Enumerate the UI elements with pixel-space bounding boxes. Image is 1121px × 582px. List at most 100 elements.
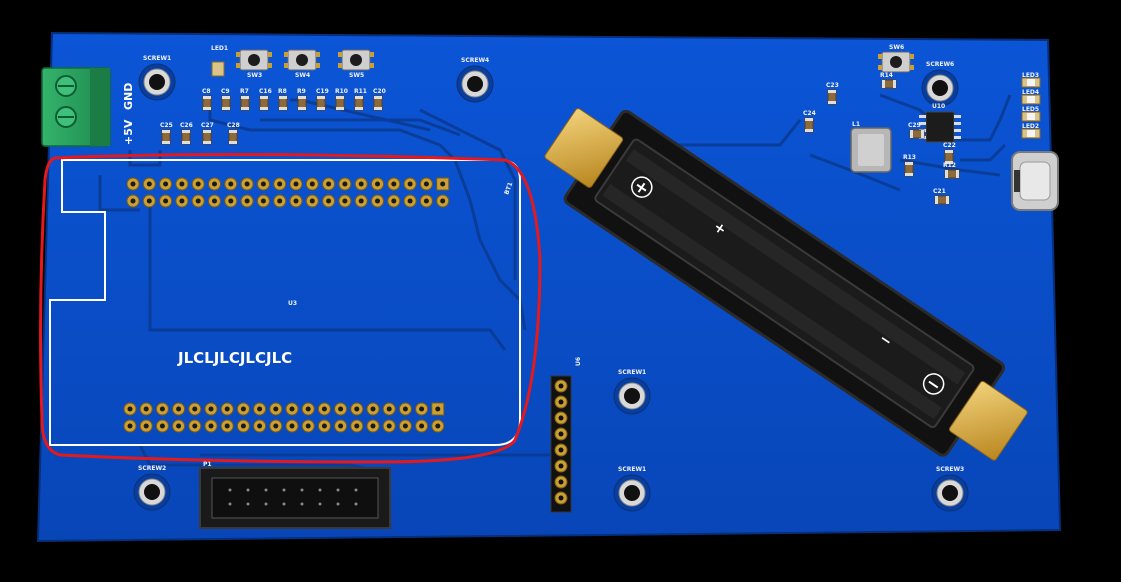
- power-terminal-block[interactable]: +5V GND: [41, 67, 135, 147]
- screw-label: SCREW1: [618, 466, 646, 473]
- passive-label: R13: [903, 154, 916, 161]
- status-led: LED4: [1021, 89, 1041, 105]
- pin-hole: [558, 495, 564, 501]
- ribbon-pin: [264, 502, 268, 506]
- module-pin-header-top: [126, 177, 450, 208]
- screw-hole[interactable]: SCREW2: [133, 465, 171, 511]
- passive-component: R7: [240, 88, 250, 111]
- status-led: LED3: [1021, 72, 1041, 88]
- pin-hole: [244, 198, 250, 204]
- switch-button[interactable]: [350, 54, 362, 66]
- pin-hole: [293, 181, 299, 187]
- passive-component: R13: [903, 154, 916, 177]
- screw-label: SCREW6: [926, 61, 954, 68]
- ic-pin: [954, 122, 961, 125]
- pin-hole: [260, 198, 266, 204]
- pin-hole: [224, 423, 230, 429]
- battery-ref-label: BT1: [503, 181, 514, 195]
- pin-hole: [440, 181, 446, 187]
- pin-hole: [195, 181, 201, 187]
- pin-hole: [435, 423, 441, 429]
- pin-hole: [321, 406, 327, 412]
- pin-hole: [558, 399, 564, 405]
- screw-label: SCREW3: [936, 466, 964, 473]
- led1-label: LED1: [211, 45, 228, 52]
- pin-hole: [192, 423, 198, 429]
- passive-label: R14: [880, 72, 893, 79]
- connector-ref-label: P1: [203, 461, 212, 468]
- passive-label: C25: [160, 122, 173, 129]
- pin-hole: [558, 463, 564, 469]
- status-led: LED2: [1021, 123, 1041, 139]
- battery-holder[interactable]: + − + −: [530, 87, 1043, 482]
- screw-hole[interactable]: SCREW1: [613, 369, 651, 415]
- pin-hole: [192, 406, 198, 412]
- ribbon-pin: [336, 488, 340, 492]
- switch-button[interactable]: [248, 54, 260, 66]
- passive-label: C16: [259, 88, 272, 95]
- screw-hole-drill: [149, 74, 165, 90]
- pin-hole: [309, 181, 315, 187]
- header-u6: U6: [550, 357, 582, 513]
- passive-component: C24: [803, 110, 816, 133]
- passive-label: C9: [221, 88, 230, 95]
- battery-plus-symbol: [631, 176, 653, 198]
- passive-component: R9: [297, 88, 307, 111]
- switch-button[interactable]: [296, 54, 308, 66]
- pin-hole: [370, 423, 376, 429]
- pin-hole: [240, 423, 246, 429]
- pin-hole: [338, 406, 344, 412]
- screw-hole[interactable]: SCREW3: [931, 466, 969, 512]
- pin-hole: [212, 181, 217, 187]
- switch-button[interactable]: [890, 56, 902, 68]
- tactile-switches[interactable]: SW3 SW4 SW5 SW6: [236, 44, 914, 79]
- pin-hole: [305, 423, 311, 429]
- pin-hole: [289, 406, 295, 412]
- ribbon-pin: [228, 502, 232, 506]
- pin-hole: [423, 181, 429, 187]
- pin-hole: [208, 423, 214, 429]
- tactile-switch[interactable]: SW5: [338, 49, 374, 79]
- pin-hole: [277, 181, 283, 187]
- led-label: LED5: [1022, 106, 1039, 113]
- status-led: LED5: [1021, 106, 1041, 122]
- passive-component: R8: [278, 88, 288, 111]
- pin-hole: [342, 181, 348, 187]
- ic-ref-label: U10: [932, 103, 945, 110]
- passive-component: C16: [259, 88, 272, 111]
- tactile-switch[interactable]: SW4: [284, 49, 320, 79]
- pin-hole: [558, 447, 564, 453]
- passive-component: R12: [943, 162, 960, 179]
- screw-hole[interactable]: SCREW1: [613, 466, 651, 512]
- switch-label: SW3: [247, 72, 262, 79]
- led-label: LED3: [1022, 72, 1039, 79]
- pin-hole: [370, 406, 376, 412]
- screw-label: SCREW2: [138, 465, 166, 472]
- usb-c-connector[interactable]: [1011, 151, 1059, 211]
- pin-hole: [143, 406, 149, 412]
- screw-hole[interactable]: SCREW1: [138, 55, 176, 101]
- pin-hole: [260, 181, 266, 187]
- screw-hole-drill: [624, 485, 640, 501]
- switch-label: SW4: [295, 72, 310, 79]
- pin-hole: [228, 181, 234, 187]
- pin-hole: [305, 406, 311, 412]
- inductor-ref-label: L1: [852, 121, 860, 128]
- pin-hole: [163, 181, 169, 187]
- tactile-switch[interactable]: SW6: [878, 44, 914, 73]
- switch-label: SW6: [889, 44, 904, 51]
- screw-hole[interactable]: SCREW6: [921, 61, 959, 107]
- pin-hole: [159, 423, 165, 429]
- passive-label: C21: [933, 188, 946, 195]
- passive-component: C22: [943, 142, 956, 165]
- ribbon-connector-p1[interactable]: P1: [199, 461, 391, 529]
- pin-hole: [407, 198, 413, 204]
- screw-hole-drill: [624, 388, 640, 404]
- tactile-switch[interactable]: SW3: [236, 49, 272, 79]
- module-ref-label: U3: [288, 300, 297, 307]
- passive-label: C23: [826, 82, 839, 89]
- pin-hole: [386, 406, 392, 412]
- screw-hole[interactable]: SCREW4: [456, 57, 494, 103]
- passive-label: R9: [297, 88, 306, 95]
